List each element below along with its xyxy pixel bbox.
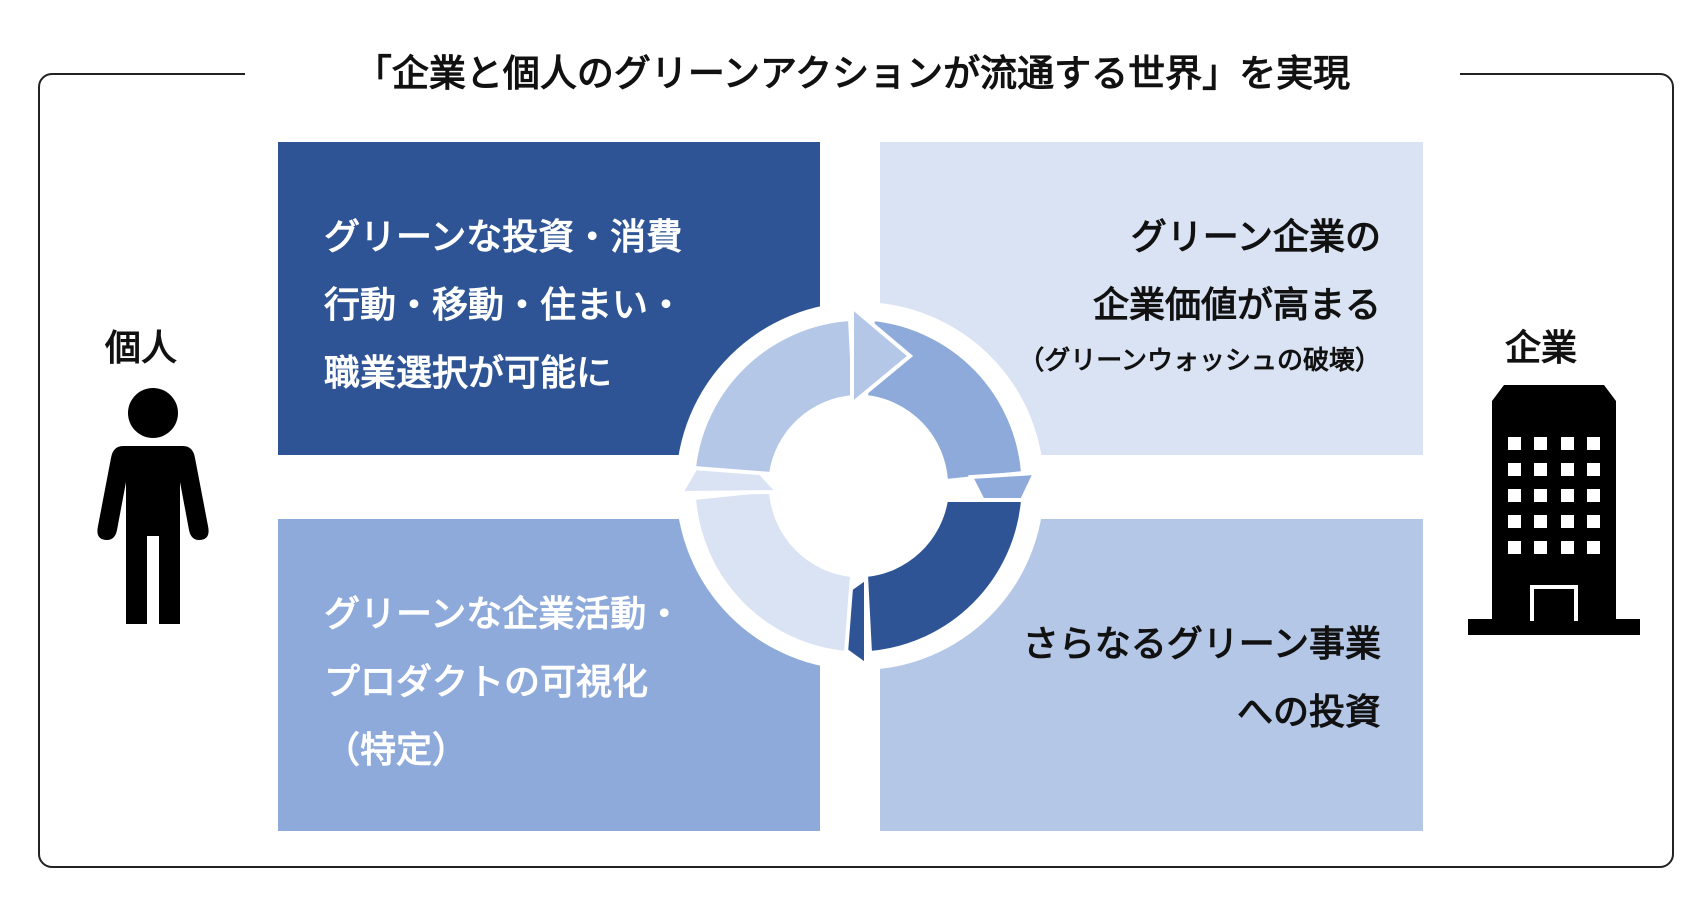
quadrant-line: グリーンな投資・消費 (324, 217, 683, 258)
quadrant-line: 行動・移動・住まい・ (324, 285, 685, 326)
person-icon (97, 388, 209, 624)
quadrant-line: グリーン企業の (1130, 217, 1381, 258)
quadrant-line: 職業選択が可能に (324, 353, 613, 394)
quadrant-line: への投資 (1236, 692, 1381, 733)
arrow-head-icon (850, 302, 914, 409)
title-background (245, 60, 1460, 90)
diagram-title: 「企業と個人のグリーンアクションが流通する世界」を実現 (354, 52, 1351, 95)
quadrant-line: 企業価値が高まる (1092, 285, 1381, 326)
company-label: 企業 (1505, 328, 1578, 369)
building-icon (1468, 385, 1640, 635)
quadrant-note: （特定） (324, 730, 469, 771)
quadrant-note: （グリーンウォッシュの破壊） (1018, 346, 1381, 376)
cycle-arrow-bottom-left (691, 487, 855, 656)
cycle-arrow-bottom-right (863, 498, 1026, 656)
cycle-arrow-top-left (691, 316, 857, 477)
quadrant-line: プロダクトの可視化 (324, 662, 649, 703)
individual-label: 個人 (105, 328, 178, 369)
quadrant-line: グリーンな企業活動・ (324, 594, 683, 635)
quadrant-line: さらなるグリーン事業 (1022, 624, 1381, 665)
